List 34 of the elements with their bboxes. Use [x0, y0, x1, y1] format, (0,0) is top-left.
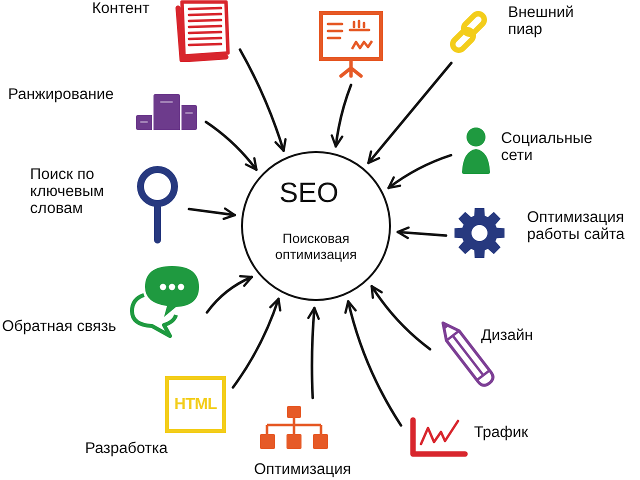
heading-text: SEO	[279, 177, 339, 210]
framed-text: HTML	[165, 376, 226, 433]
line-chart-icon	[408, 417, 468, 459]
gear-icon	[453, 207, 506, 259]
arrow	[367, 62, 453, 164]
arrow	[188, 207, 236, 220]
podium-icon	[134, 92, 199, 132]
arrow	[344, 300, 402, 427]
chain-link-icon	[447, 8, 490, 56]
icon-label: Поиск по ключевым словам	[30, 166, 106, 217]
icon-label: Контент	[92, 0, 150, 17]
arrow	[232, 298, 282, 389]
icon-label: Внешний пиар	[508, 4, 575, 38]
central-circle	[241, 151, 391, 301]
icon-label: Оптимизация работы сайта	[527, 209, 626, 243]
arrow	[206, 275, 254, 314]
arrow	[370, 284, 432, 350]
icon-label: Ранжирование	[8, 86, 115, 103]
icon-label: Оптимизация	[254, 461, 352, 478]
icon-label: Трафик	[474, 424, 530, 441]
speech-bubbles-icon	[130, 265, 200, 338]
arrow	[307, 306, 320, 400]
icon-label: Социальные сети	[501, 130, 594, 164]
arrow	[387, 154, 452, 190]
arrow	[396, 226, 448, 240]
icon-label: Разработка	[85, 440, 169, 457]
hierarchy-icon	[258, 405, 330, 452]
subtitle-text: Поисковая оптимизация	[274, 231, 358, 262]
arrow	[204, 120, 258, 171]
arrow	[330, 84, 352, 148]
arrow	[238, 48, 287, 152]
icon-label: Дизайн	[481, 327, 534, 344]
icon-label: Обратная связь	[2, 318, 118, 335]
presentation-board-icon	[318, 10, 384, 78]
